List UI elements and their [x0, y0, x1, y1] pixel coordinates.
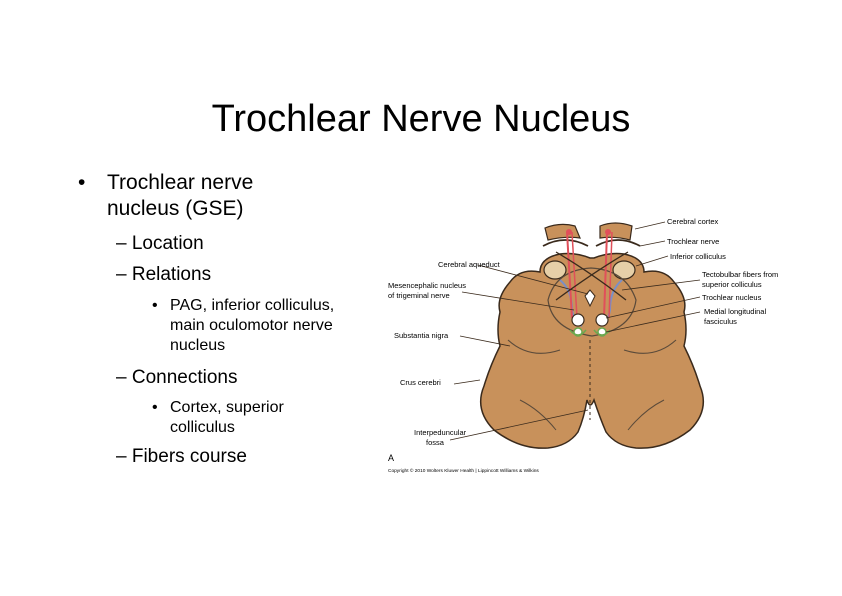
crus-fold-right: [627, 399, 665, 431]
label-tectobulbar-2: superior colliculus: [702, 280, 762, 289]
inferior-colliculus-left: [543, 260, 567, 280]
dash-marker: –: [116, 446, 127, 467]
trochlear-fiber-right-a: [603, 231, 608, 319]
label-interpeduncular-2: fossa: [426, 438, 445, 447]
cortex-cell-left: [566, 229, 572, 235]
label-cerebral-aqueduct: Cerebral aqueduct: [438, 260, 501, 269]
label-copyright: Copyright © 2010 Wolters Kluwer Health |…: [388, 467, 539, 474]
leader-lines-left: [449, 264, 589, 441]
label-crus-cerebri: Crus cerebri: [400, 378, 441, 387]
trochlear-nucleus-left: [571, 313, 585, 327]
dash-marker: –: [116, 233, 127, 254]
detail-text: PAG, inferior colliculus, main oculomoto…: [170, 297, 335, 354]
trochlear-fiber-left-b: [571, 231, 578, 319]
midbrain-body: [479, 252, 705, 449]
label-mesencephalic-1: Mesencephalic nucleus: [388, 281, 466, 290]
trochlear-fiber-right-b: [608, 231, 613, 319]
leader-lines-right: [605, 221, 701, 333]
sub-bullet-text: Connections: [131, 367, 238, 388]
trochlear-nerve-crossing-a: [555, 251, 627, 301]
sub-bullet-connections: – Connections: [116, 366, 237, 390]
substantia-nigra-left: [507, 339, 561, 354]
dash-marker: –: [116, 264, 127, 285]
detail-text: Cortex, superior colliculus: [170, 399, 284, 436]
sub-bullet-fibers: – Fibers course: [116, 445, 247, 469]
sub-bullet-relations: – Relations: [116, 263, 211, 287]
sub-bullet-location: – Location: [116, 232, 204, 256]
label-inferior-colliculus: Inferior colliculus: [670, 252, 726, 261]
dash-marker: –: [116, 367, 127, 388]
trochlear-fiber-left-a: [566, 231, 573, 319]
cortex-strip-right: [599, 222, 633, 241]
substantia-nigra-right: [623, 339, 677, 354]
trochlear-nucleus-right: [595, 313, 609, 327]
sub-bullet-text: Fibers course: [131, 446, 247, 467]
bullet-text: Trochlear nerve nucleus (GSE): [107, 171, 254, 220]
cortex-cell-right: [605, 229, 611, 235]
bullet-trochlear-nucleus: • Trochlear nerve nucleus (GSE): [78, 170, 308, 222]
cortex-strip-left: [544, 223, 581, 241]
green-arc-left: [569, 329, 587, 336]
label-tectobulbar-1: Tectobulbar fibers from: [702, 270, 778, 279]
midbrain-section-diagram: Cerebral cortex Trochlear nerve Inferior…: [388, 217, 778, 474]
label-mlf-2: fasciculus: [704, 317, 737, 326]
label-panel-a: A: [388, 453, 394, 463]
label-substantia-nigra: Substantia nigra: [394, 331, 449, 340]
detail-connections: • Cortex, superior colliculus: [152, 398, 312, 438]
label-mlf-1: Medial longitudinal: [704, 307, 766, 316]
slide-title: Trochlear Nerve Nucleus: [211, 98, 631, 140]
bullet-marker: •: [78, 171, 86, 194]
bullet-marker: •: [152, 399, 158, 416]
label-mesencephalic-2: of trigeminal nerve: [388, 291, 450, 300]
inferior-colliculus-right: [612, 260, 636, 280]
tegmentum-outline: [547, 267, 637, 337]
arc-left: [542, 239, 589, 247]
label-cerebral-cortex: Cerebral cortex: [667, 217, 719, 226]
bullet-marker: •: [152, 297, 158, 314]
sub-bullet-text: Relations: [131, 264, 212, 285]
detail-relations: • PAG, inferior colliculus, main oculomo…: [152, 296, 362, 356]
trochlear-nerve-crossing-b: [555, 251, 629, 301]
label-trochlear-nucleus: Trochlear nucleus: [702, 293, 762, 302]
label-trochlear-nerve: Trochlear nerve: [667, 237, 719, 246]
sub-bullet-text: Location: [131, 233, 204, 254]
arc-right: [595, 239, 641, 247]
label-interpeduncular-1: Interpeduncular: [414, 428, 467, 437]
crus-fold-left: [519, 399, 557, 431]
